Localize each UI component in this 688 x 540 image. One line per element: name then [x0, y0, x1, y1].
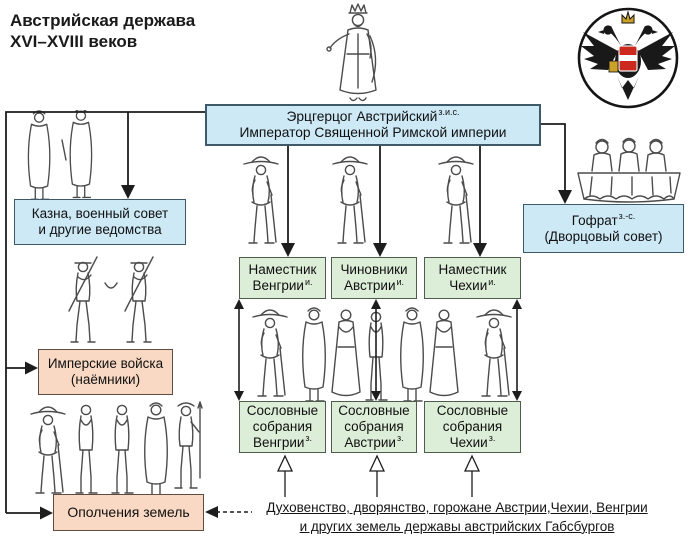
estates-footer-text: Духовенство, дворянство, горожане Австри…: [228, 499, 686, 537]
governor-bohemia-box: Наместник Чехиии.: [424, 257, 521, 299]
footnote-marker: и.: [488, 276, 496, 287]
gov-line: Наместник: [438, 262, 507, 278]
treasury-box: Казна, военный совет и другие ведомства: [14, 199, 186, 245]
gov-line: Чехиии.: [449, 276, 496, 293]
assembly-austria-box: Сословные собрания Австрииз.: [331, 401, 417, 453]
footer-line-1: Духовенство, дворянство, горожане Австри…: [266, 500, 648, 515]
militia-box: Ополчения земель: [53, 494, 204, 531]
troops-line-1: Имперские войска: [47, 356, 164, 372]
gov-line: Чиновники: [340, 262, 408, 278]
hofrat-box: Гофратз.-с. (Дворцовый совет): [523, 204, 684, 253]
officials-illustration: [27, 110, 93, 200]
emperor-line-2: Император Священной Римской империи: [239, 125, 507, 140]
gov-line: Австриии.: [343, 276, 405, 293]
monarch-illustration: [326, 3, 377, 102]
footnote-marker: з.-с.: [618, 211, 636, 222]
mercenaries-illustration: [68, 256, 154, 343]
hofrat-line-1: Гофратз.-с.: [571, 211, 636, 228]
title-line-1: Австрийская держава: [10, 11, 196, 30]
governor-hungary-box: Наместник Венгриии.: [239, 257, 326, 299]
imperial-troops-box: Имперские войска (наёмники): [38, 349, 173, 395]
diagram-title: Австрийская держава XVI–XVIII веков: [10, 10, 195, 53]
title-line-2: XVI–XVIII веков: [10, 32, 138, 52]
troops-line-2: (наёмники): [70, 372, 141, 387]
militia-label: Ополчения земель: [67, 504, 190, 521]
asm-line: Сословные: [436, 403, 509, 419]
assembly-bohemia-box: Сословные собрания Чехииз.: [424, 401, 521, 453]
footnote-marker: з.: [396, 433, 404, 444]
asm-line: Сословные: [246, 403, 319, 419]
hofrat-line-2: (Дворцовый совет): [544, 228, 663, 244]
asm-line: собрания: [252, 419, 313, 435]
habsburg-eagle-emblem: [577, 7, 679, 109]
gov-line: Венгриии.: [252, 276, 313, 293]
footnote-marker: и.: [396, 276, 405, 287]
asm-line: Сословные: [338, 403, 410, 419]
officials-austria-box: Чиновники Австриии.: [331, 257, 417, 299]
asm-line: Венгрииз.: [252, 433, 313, 450]
assembly-hungary-box: Сословные собрания Венгрииз.: [239, 401, 326, 453]
footnote-marker: з.: [488, 433, 496, 444]
asm-line: Австрииз.: [344, 433, 404, 450]
footer-line-2: и других земель державы австрийских Габс…: [299, 518, 615, 534]
footnote-marker: и.: [304, 276, 313, 287]
footnote-marker: з.и.с.: [438, 107, 460, 118]
asm-line: собрания: [442, 419, 503, 435]
treasury-line-2: и другие ведомства: [38, 222, 162, 237]
treasury-line-1: Казна, военный совет: [31, 206, 169, 222]
council-table-illustration: [577, 137, 681, 203]
emperor-line-1: Эрцгерцог Австрийскийз.и.с.: [286, 107, 460, 124]
emperor-box: Эрцгерцог Австрийскийз.и.с. Император Св…: [205, 104, 541, 146]
asm-line: собрания: [344, 419, 404, 435]
gov-line: Наместник: [248, 262, 317, 278]
asm-line: Чехииз.: [449, 433, 496, 450]
footnote-marker: з.: [305, 433, 313, 444]
